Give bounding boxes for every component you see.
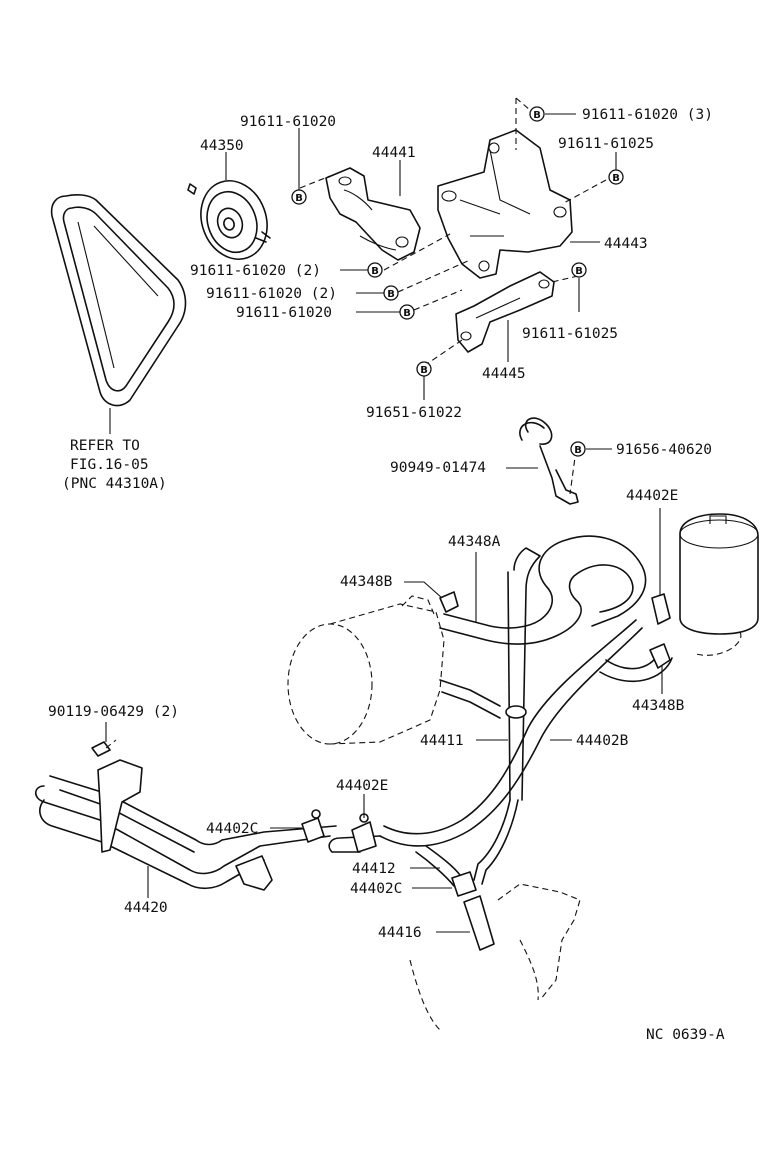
figure-code: NC 0639-A: [646, 1027, 725, 1043]
svg-text:B: B: [533, 110, 541, 121]
bolt-symbol: B: [571, 262, 587, 278]
bracket-44445: [455, 271, 555, 353]
callout-label: 44348B: [340, 574, 393, 590]
svg-text:B: B: [403, 308, 411, 319]
svg-text:B: B: [387, 289, 395, 300]
svg-text:B: B: [420, 365, 428, 376]
callout-label: 91611-61020 (2): [190, 263, 321, 279]
callout-label: 91611-61020: [240, 114, 336, 130]
reservoir: [679, 513, 759, 656]
callout-label: 91611-61025: [558, 136, 654, 152]
svg-text:B: B: [575, 266, 583, 277]
svg-text:B: B: [574, 445, 582, 456]
callout-label: 44350: [200, 138, 244, 154]
callouts: 91611-61020 44350 44441 91611-61020 (3) …: [48, 107, 713, 941]
bracket-44443: [437, 129, 573, 279]
callout-label: 91651-61022: [366, 405, 462, 421]
callout-label: 91611-61020: [236, 305, 332, 321]
bolt-symbol: B: [291, 189, 307, 205]
refer-note-line: FIG.16-05: [70, 457, 149, 473]
callout-label: 91611-61025: [522, 326, 618, 342]
callout-label: 44402B: [576, 733, 629, 749]
leader-lines: [105, 113, 663, 933]
bolt-symbols: B B B B B B B B B: [291, 106, 624, 457]
callout-label: 91611-61020 (2): [206, 286, 337, 302]
bolt-symbol: B: [608, 169, 624, 185]
svg-text:B: B: [295, 193, 303, 204]
callout-label: 90119-06429 (2): [48, 704, 179, 720]
bolt-symbol: B: [570, 441, 586, 457]
idler-pulley: [187, 180, 271, 260]
callout-label: 44416: [378, 925, 422, 941]
callout-label: 44412: [352, 861, 396, 877]
drive-belt: [50, 194, 187, 407]
callout-label: 44402E: [626, 488, 678, 504]
bolt-symbol: B: [383, 285, 399, 301]
pump-phantom: [287, 595, 445, 745]
bolt-symbol: B: [367, 262, 383, 278]
callout-label: 44348B: [632, 698, 685, 714]
refer-note-line: (PNC 44310A): [62, 476, 167, 492]
callout-label: 90949-01474: [390, 460, 486, 476]
svg-text:B: B: [612, 173, 620, 184]
dashed-connectors: [105, 97, 607, 749]
callout-label: 44443: [604, 236, 648, 252]
bracket-44441: [325, 167, 421, 261]
callout-label: 44402C: [206, 821, 258, 837]
callout-label: 44402C: [350, 881, 402, 897]
cooler-tube: [34, 741, 337, 891]
callout-label: 44445: [482, 366, 526, 382]
refer-note: REFER TO FIG.16-05 (PNC 44310A): [62, 438, 167, 492]
callout-label: 91656-40620: [616, 442, 712, 458]
bolt-symbol: B: [399, 304, 415, 320]
callout-label: 44441: [372, 145, 416, 161]
callout-label: 44411: [420, 733, 464, 749]
callout-label: 44348A: [448, 534, 501, 550]
callout-label: 91611-61020 (3): [582, 107, 713, 123]
refer-note-line: REFER TO: [70, 438, 140, 454]
callout-label: 44402E: [336, 778, 388, 794]
hose-clamps: [301, 591, 671, 951]
bolt-symbol: B: [416, 361, 432, 377]
clamp-bracket: [519, 417, 579, 505]
bolt-symbol: B: [529, 106, 545, 122]
steering-gear-phantom: [409, 883, 581, 1031]
callout-label: 44420: [124, 900, 168, 916]
svg-text:B: B: [371, 266, 379, 277]
